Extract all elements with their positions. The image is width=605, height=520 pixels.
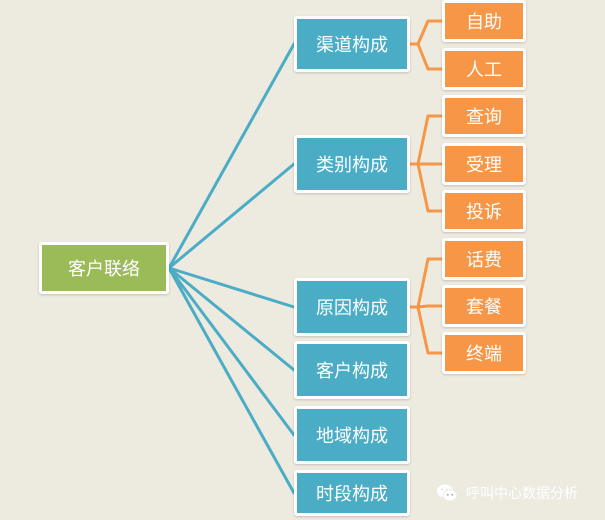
leaf-node-self-service: 自助 [442,0,526,42]
root-label: 客户联络 [68,259,140,280]
category-label: 时段构成 [316,484,388,505]
root-connector-line [167,42,296,270]
root-connectors [167,42,296,495]
category-label: 地域构成 [316,426,388,447]
leaf-connector-line [410,257,442,309]
root-connector-line [167,266,296,437]
leaf-label: 终端 [466,344,502,365]
category-node-customer: 客户构成 [294,341,410,399]
leaf-connector-line [410,162,442,213]
leaf-connectors [410,19,442,355]
leaf-connector-line [410,114,442,166]
leaf-label: 投诉 [466,202,502,223]
category-label: 客户构成 [316,361,388,382]
root-connector-line [167,266,296,495]
leaf-node-inquiry: 查询 [442,95,526,137]
wechat-icon [437,484,458,502]
category-label: 类别构成 [316,155,388,176]
root-connector-line [167,266,296,309]
leaf-node-manual: 人工 [442,48,526,90]
leaf-label: 自助 [466,12,502,33]
root-node: 客户联络 [39,242,169,294]
leaf-label: 套餐 [466,297,502,318]
leaf-label: 受理 [466,155,502,176]
leaf-connector-line [410,19,442,46]
root-connector-line [167,162,296,270]
leaf-node-device: 终端 [442,332,526,374]
category-node-type: 类别构成 [294,135,410,193]
watermark-text: 呼叫中心数据分析 [466,486,578,502]
leaf-node-complaint: 投诉 [442,190,526,232]
root-connector-line [167,266,296,372]
leaf-node-package: 套餐 [442,285,526,327]
category-label: 渠道构成 [316,35,388,56]
watermark: 呼叫中心数据分析 [436,480,600,506]
category-label: 原因构成 [316,298,388,319]
leaf-connector-line [410,305,442,355]
category-node-reason: 原因构成 [294,278,410,336]
category-node-timeslot: 时段构成 [294,470,410,516]
leaf-label: 查询 [466,107,502,128]
category-node-channel: 渠道构成 [294,16,410,72]
leaf-node-handling: 受理 [442,143,526,185]
leaf-node-billing: 话费 [442,238,526,280]
category-node-region: 地域构成 [294,406,410,464]
leaf-label: 人工 [466,60,502,81]
leaf-label: 话费 [466,250,502,271]
leaf-connector-line [410,42,442,71]
